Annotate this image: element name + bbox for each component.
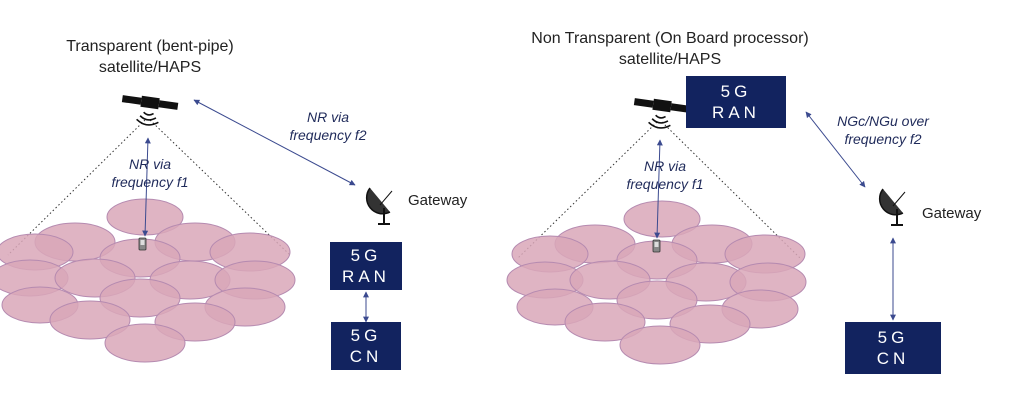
left-title-line2: satellite/HAPS [98, 59, 202, 76]
right-user-label: NR via frequency f1 [605, 157, 725, 193]
right-onboard-ran-box: 5G RAN [686, 76, 786, 128]
left-ran-box-line2: RAN [342, 267, 390, 286]
left-title: Transparent (bent-pipe) satellite/HAPS [40, 36, 260, 78]
left-title-line1: Transparent (bent-pipe) [66, 38, 234, 55]
cell [616, 280, 698, 320]
satellite-icon [121, 95, 179, 126]
cell [619, 325, 701, 365]
right-cn-box-line1: 5G [877, 328, 909, 347]
left-cn-box-line2: CN [349, 347, 383, 366]
left-user-label-line1: NR via [128, 156, 171, 172]
right-gateway-label: Gateway [922, 205, 982, 222]
left-feeder-label: NR via frequency f2 [268, 108, 388, 144]
right-title-line2: satellite/HAPS [618, 51, 722, 68]
left-user-label: NR via frequency f1 [90, 155, 210, 191]
left-coverage-cone [7, 119, 291, 256]
left-cn-box: 5G CN [331, 322, 401, 370]
left-cell-footprint [0, 198, 296, 363]
right-cell-footprint [506, 200, 807, 365]
left-user-label-line2: frequency f1 [111, 174, 189, 190]
right-feeder-label-line2: frequency f2 [844, 131, 922, 147]
right-feeder-label: NGc/NGu over frequency f2 [818, 112, 948, 148]
mobile-device-icon [138, 237, 147, 251]
left-gateway-label: Gateway [408, 192, 468, 209]
cell [564, 302, 646, 342]
right-user-label-line2: frequency f1 [626, 176, 704, 192]
feeder-link-left [193, 99, 356, 186]
satellite-dish-icon [878, 188, 906, 226]
right-onboard-box-line1: 5G [720, 82, 752, 101]
satellite-dish-icon [365, 187, 393, 225]
right-title: Non Transparent (On Board processor) sat… [500, 28, 840, 70]
right-feeder-label-line1: NGc/NGu over [837, 113, 929, 129]
left-feeder-label-line2: frequency f2 [289, 127, 367, 143]
satellite-icon [633, 98, 691, 129]
left-ran-box: 5G RAN [330, 242, 402, 290]
cell [49, 300, 131, 340]
right-cn-box: 5G CN [845, 322, 941, 374]
cell [104, 323, 186, 363]
left-ran-box-line1: 5G [350, 246, 382, 265]
right-user-label-line1: NR via [643, 158, 686, 174]
feeder-link-right [805, 111, 866, 188]
left-cn-box-line1: 5G [350, 326, 382, 345]
right-cn-box-line2: CN [876, 349, 910, 368]
mobile-device-icon [652, 239, 661, 253]
right-title-line1: Non Transparent (On Board processor) [531, 30, 809, 47]
user-link-right [654, 139, 663, 239]
left-feeder-label-line1: NR via [306, 109, 349, 125]
right-onboard-box-line2: RAN [712, 103, 760, 122]
user-link-left [142, 137, 151, 237]
